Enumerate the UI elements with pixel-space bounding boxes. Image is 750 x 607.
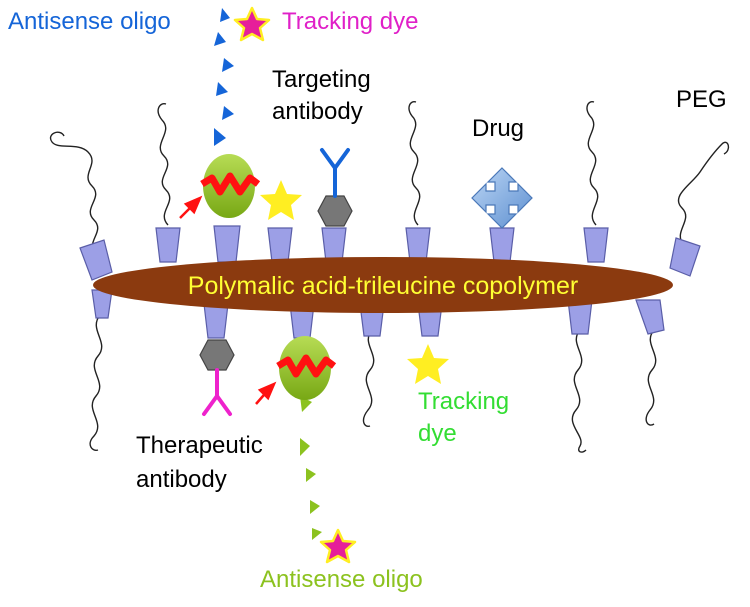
- linker-trapezoid-icon: [635, 299, 665, 335]
- linker-trapezoid-icon: [155, 227, 181, 263]
- arrow-head: [183, 195, 203, 215]
- green-capsule: [279, 336, 331, 400]
- green-capsule: [203, 154, 255, 218]
- peg-chain-icon: [677, 141, 730, 246]
- peg-chain-icon: [571, 329, 587, 453]
- oligo-segment: [312, 528, 322, 540]
- peg-chain-icon: [49, 131, 99, 256]
- targeting-antibody-label-line1: Targeting: [272, 66, 371, 93]
- antisense-oligo-bottom-label: Antisense oligo: [260, 566, 423, 593]
- cleavage-arrow-top: [179, 195, 203, 219]
- targeting-antibody: [317, 148, 353, 227]
- antisense-oligo-bottom: [300, 396, 322, 540]
- linker-trapezoid-icon: [321, 227, 347, 263]
- four-way-arrow-drug-icon: [471, 167, 533, 229]
- peg-label: PEG: [676, 86, 727, 113]
- oligo-segment: [214, 128, 226, 146]
- peg-chains: [49, 101, 730, 453]
- antibody-arm: [320, 148, 337, 170]
- star-icon: [407, 344, 449, 384]
- oligo-segment: [300, 438, 310, 456]
- peg-chain-icon: [89, 314, 103, 451]
- star-icon: [319, 528, 357, 564]
- star-icon: [233, 6, 271, 42]
- hexagon-linker-icon: [199, 339, 235, 371]
- therapeutic-antibody-label-line2: antibody: [136, 466, 227, 493]
- therapeutic-antibody-label-line1: Therapeutic: [136, 432, 263, 459]
- therapeutic-antibody: [199, 339, 235, 416]
- peg-chain-icon: [645, 329, 657, 426]
- oligo-segment: [300, 396, 312, 412]
- hexagon-linker-icon: [317, 195, 353, 227]
- peg-chain-icon: [586, 101, 599, 226]
- cleavable-bond-icon: [200, 172, 261, 196]
- antibody-arm: [215, 394, 232, 416]
- oligo-segment: [220, 8, 230, 22]
- oligo-segment: [214, 32, 226, 46]
- antibody-icon: [202, 368, 232, 416]
- cleavable-bond-icon: [276, 354, 337, 378]
- linker-trapezoid-icon: [203, 303, 229, 339]
- linker-trapezoid-icon: [213, 225, 241, 263]
- linker-trapezoid-icon: [267, 227, 293, 263]
- star-icon: [260, 180, 302, 220]
- antibody-arm: [202, 394, 219, 416]
- targeting-antibody-label-line2: antibody: [272, 98, 363, 125]
- antibody-icon: [320, 148, 350, 198]
- copolymer-backbone: Polymalic acid-trileucine copolymer: [93, 257, 673, 313]
- linker-trapezoid-icon: [669, 237, 701, 277]
- oligo-segment: [222, 106, 234, 120]
- oligo-segment: [310, 500, 320, 514]
- drug-arrows: [471, 167, 533, 229]
- antibody-arm: [333, 148, 350, 170]
- drug-label: Drug: [472, 115, 525, 142]
- linker-trapezoid-icon: [489, 227, 515, 263]
- linker-trapezoid-icon: [583, 227, 609, 263]
- tracking-dye-bottom-label-line1: Tracking: [418, 388, 510, 415]
- arrow-head: [257, 381, 277, 401]
- oligo-segment: [306, 468, 316, 482]
- backbone-ellipse: [93, 257, 673, 313]
- cleavable-conjugate-top: [200, 154, 261, 218]
- linker-trapezoid-icon: [405, 227, 431, 263]
- linker-trapezoid-icon: [79, 239, 113, 281]
- oligo-segment: [216, 82, 228, 96]
- antisense-oligo-top-label: Antisense oligo: [8, 8, 171, 35]
- cleavable-conjugate-bottom: [276, 336, 337, 400]
- cleavage-arrow-bottom: [255, 381, 277, 405]
- linker-trapezoid-icon: [91, 289, 113, 319]
- peg-chain-icon: [408, 101, 421, 226]
- peg-chain-icon: [362, 329, 375, 427]
- tracking-dye-top-label: Tracking dye: [282, 8, 419, 35]
- antisense-oligo-top: [214, 8, 234, 146]
- peg-chain-icon: [157, 103, 171, 226]
- backbone-label: Polymalic acid-trileucine copolymer: [188, 272, 578, 300]
- tracking-dye-bottom-label-line2: dye: [418, 420, 457, 447]
- oligo-segment: [222, 58, 234, 72]
